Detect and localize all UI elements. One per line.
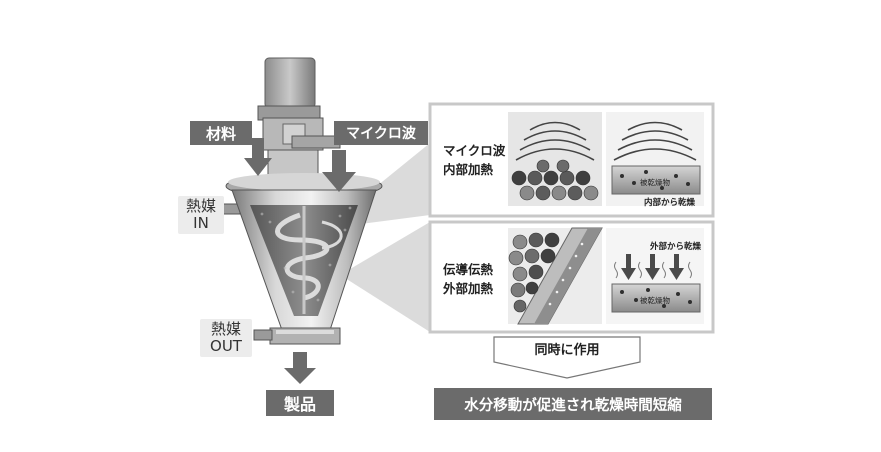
microwave-waveguide (291, 135, 341, 149)
product-arrow (284, 352, 316, 384)
material-layer-b (611, 283, 701, 313)
microwave-label: マイクロ波 (334, 121, 428, 145)
conduction-title-line1: 伝導伝熱 (443, 262, 494, 277)
heat-medium-out-line2: OUT (210, 337, 242, 355)
material-label: 材料 (190, 121, 252, 145)
simultaneous-text: 同時に作用 (534, 343, 600, 358)
microwave-heating-title: マイクロ波 内部加熱 (443, 141, 505, 179)
conduction-material-label: 被乾燥物 (640, 296, 670, 305)
conduction-heating-title: 伝導伝熱 外部加熱 (443, 260, 493, 298)
heat-out-nozzle (253, 329, 273, 341)
motor (264, 57, 316, 109)
heat-medium-out-label: 熱媒 OUT (200, 319, 252, 357)
dryer-machine (221, 57, 383, 345)
heat-medium-out-line1: 熱媒 (210, 320, 241, 338)
particles-hot (511, 159, 599, 201)
panel-microwave (428, 102, 715, 218)
heat-arrows (621, 254, 684, 280)
heat-medium-in-line1: 熱媒 (185, 197, 216, 215)
product-label: 製品 (266, 390, 334, 416)
microwave-arrow (322, 150, 356, 192)
conduction-caption: 外部から乾燥 (650, 242, 702, 252)
particles-conduction (508, 232, 560, 313)
agitator-screw (275, 206, 343, 314)
heat-medium-in-line2: IN (193, 214, 209, 232)
microwave-title-line1: マイクロ波 (443, 143, 506, 158)
heat-medium-in-label: 熱媒 IN (178, 196, 224, 234)
microwave-caption: 内部から乾燥 (644, 198, 696, 208)
microwave-material-label: 被乾燥物 (640, 178, 670, 187)
projection-beam-lower (345, 222, 430, 332)
material-layer-a (611, 165, 701, 195)
panel-conduction (428, 220, 715, 334)
simultaneous-callout (493, 336, 641, 379)
microwave-title-line2: 内部加熱 (443, 162, 494, 177)
result-text: 水分移動が促進され乾燥時間短縮 (464, 397, 682, 414)
result-bar (434, 388, 712, 420)
conduction-title-line2: 外部加熱 (443, 281, 494, 296)
material-arrow (244, 138, 272, 176)
